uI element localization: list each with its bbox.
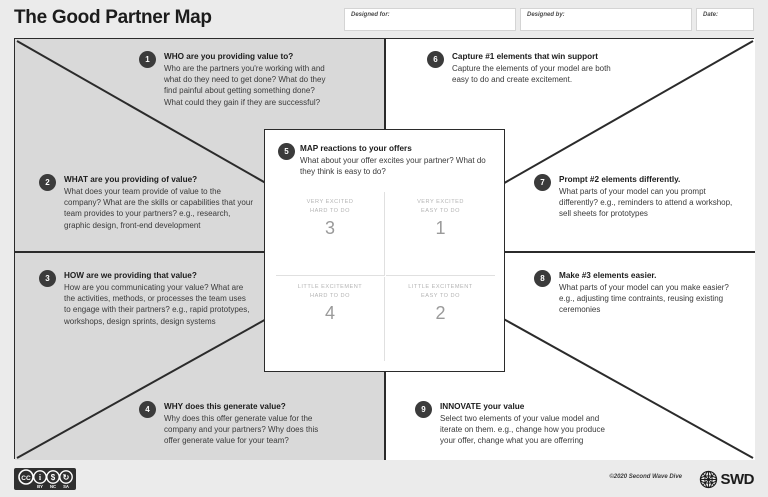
- block-title: WHO are you providing value to?: [164, 52, 294, 61]
- designed-for-label: Designed for:: [351, 12, 390, 18]
- svg-text:$: $: [51, 473, 56, 482]
- block-text: WHAT are you providing of value? What do…: [64, 174, 257, 231]
- svg-text:↻: ↻: [63, 473, 70, 482]
- swd-logo: SWD: [699, 469, 755, 489]
- quadrant-very-excited-hard[interactable]: VERY EXCITED HARD TO DO 3: [276, 192, 385, 276]
- quadrant-label-line2: HARD TO DO: [310, 207, 350, 214]
- date-field[interactable]: Date:: [696, 8, 754, 31]
- block-text: Prompt #2 elements differently. What par…: [559, 174, 734, 220]
- map-matrix-panel[interactable]: 5 MAP reactions to your offers What abou…: [264, 129, 505, 372]
- date-label: Date:: [703, 12, 719, 18]
- quadrant-label-line1: VERY EXCITED: [306, 199, 354, 205]
- matrix-title: MAP reactions to your offers: [300, 144, 412, 153]
- block-number-badge: 9: [415, 401, 432, 418]
- designed-for-field[interactable]: Designed for:: [344, 8, 516, 31]
- quadrant-little-excitement-easy[interactable]: LITTLE EXCITEMENT EASY TO DO 2: [386, 277, 495, 361]
- block-title: INNOVATE your value: [440, 402, 525, 411]
- page-header: The Good Partner Map Designed for: Desig…: [0, 0, 768, 36]
- quadrant-little-excitement-hard[interactable]: LITTLE EXCITEMENT HARD TO DO 4: [276, 277, 385, 361]
- block-number-badge: 6: [427, 51, 444, 68]
- block-title: Prompt #2 elements differently.: [559, 175, 681, 184]
- block-text: Make #3 elements easier. What parts of y…: [559, 270, 739, 316]
- block-number-badge: 2: [39, 174, 56, 191]
- block-title: Capture #1 elements that win support: [452, 52, 599, 61]
- block-text: WHY does this generate value? Why does t…: [164, 401, 334, 447]
- cc-license-icon: CC i BY $ NC ↻ SA: [18, 469, 73, 489]
- block-text: HOW are we providing that value? How are…: [64, 270, 252, 327]
- designed-by-label: Designed by:: [527, 12, 565, 18]
- block-body: Who are the partners you're working with…: [164, 64, 326, 107]
- copyright-text: ©2020 Second Wave Dive: [609, 474, 682, 480]
- block-body: What parts of your model can you make ea…: [559, 283, 729, 315]
- quadrant-number: 3: [324, 218, 335, 238]
- block-number-badge: 7: [534, 174, 551, 191]
- matrix-quadrant-grid: VERY EXCITED HARD TO DO 3 VERY EXCITED E…: [276, 192, 495, 362]
- creative-commons-badge[interactable]: CC i BY $ NC ↻ SA: [14, 468, 76, 490]
- block-title: Make #3 elements easier.: [559, 271, 657, 280]
- block-number-badge: 4: [139, 401, 156, 418]
- designed-by-field[interactable]: Designed by:: [520, 8, 692, 31]
- block-body: Why does this offer generate value for t…: [164, 414, 319, 446]
- quadrant-labels: VERY EXCITED HARD TO DO 3: [276, 192, 384, 239]
- quadrant-number: 4: [324, 303, 335, 323]
- block-text: INNOVATE your value Select two elements …: [440, 401, 620, 447]
- page-title: The Good Partner Map: [14, 7, 212, 28]
- block-number-badge: 1: [139, 51, 156, 68]
- block-text: WHO are you providing value to? Who are …: [164, 51, 334, 108]
- matrix-header: MAP reactions to your offers What about …: [300, 143, 495, 177]
- block-body: Select two elements of your value model …: [440, 414, 605, 446]
- svg-text:SA: SA: [63, 484, 69, 489]
- page-footer: CC i BY $ NC ↻ SA ©2020 Second Wave Dive…: [0, 462, 768, 497]
- svg-text:CC: CC: [21, 475, 31, 482]
- quadrant-number: 2: [435, 303, 446, 323]
- quadrant-labels: VERY EXCITED EASY TO DO 1: [386, 192, 495, 239]
- block-text: Capture #1 elements that win support Cap…: [452, 51, 627, 85]
- matrix-number-badge: 5: [278, 143, 295, 160]
- block-body: What does your team provide of value to …: [64, 187, 253, 230]
- quadrant-label-line1: LITTLE EXCITEMENT: [297, 284, 363, 290]
- block-number-badge: 3: [39, 270, 56, 287]
- quadrant-number: 1: [435, 218, 446, 238]
- quadrant-label-line2: EASY TO DO: [421, 292, 460, 299]
- block-title: WHY does this generate value?: [164, 402, 286, 411]
- svg-text:BY: BY: [37, 484, 43, 489]
- quadrant-labels: LITTLE EXCITEMENT EASY TO DO 2: [386, 277, 495, 324]
- quadrant-label-line1: LITTLE EXCITEMENT: [408, 284, 473, 290]
- block-body: How are you communicating your value? Wh…: [64, 283, 250, 326]
- block-title: WHAT are you providing of value?: [64, 175, 198, 184]
- quadrant-label-line2: EASY TO DO: [421, 207, 460, 214]
- block-number-badge: 8: [534, 270, 551, 287]
- quadrant-label-line2: HARD TO DO: [310, 292, 350, 299]
- block-body: What parts of your model can you prompt …: [559, 187, 733, 219]
- swd-wordmark: SWD: [720, 470, 755, 488]
- block-title: HOW are we providing that value?: [64, 271, 197, 280]
- block-body: Capture the elements of your model are b…: [452, 64, 611, 85]
- quadrant-very-excited-easy[interactable]: VERY EXCITED EASY TO DO 1: [386, 192, 495, 276]
- svg-text:i: i: [39, 473, 42, 482]
- quadrant-labels: LITTLE EXCITEMENT HARD TO DO 4: [276, 277, 384, 324]
- quadrant-label-line1: VERY EXCITED: [417, 199, 464, 205]
- svg-text:NC: NC: [50, 484, 56, 489]
- matrix-body: What about your offer excites your partn…: [300, 156, 486, 177]
- swd-globe-icon: [699, 470, 717, 488]
- map-canvas: 1 WHO are you providing value to? Who ar…: [14, 38, 755, 460]
